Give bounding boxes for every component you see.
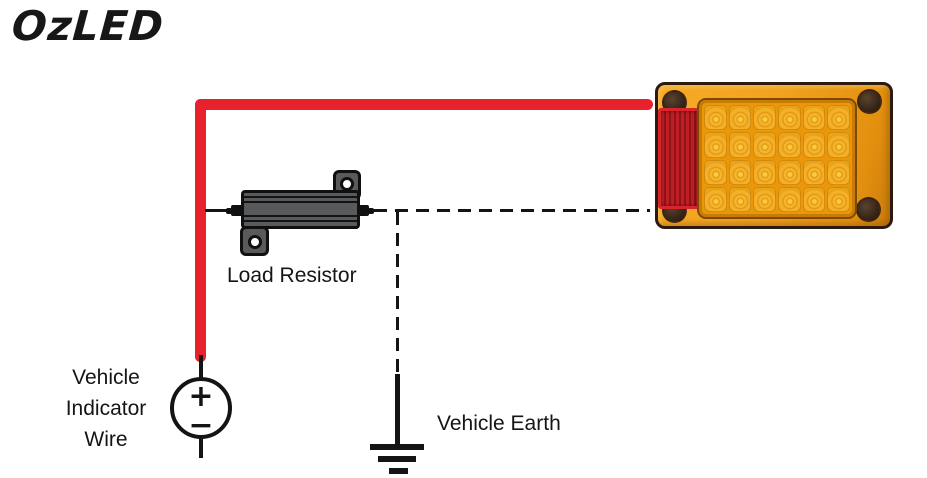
led-cell	[728, 159, 752, 185]
red-wire-vertical	[195, 99, 206, 362]
resistor-terminal-left	[231, 205, 243, 216]
resistor-terminal-right-tip	[368, 208, 374, 214]
resistor-input-lead	[205, 209, 233, 212]
red-reflector	[658, 108, 700, 209]
dashed-wire-vertical	[396, 212, 399, 372]
ground-symbol	[378, 456, 416, 462]
led-cell	[753, 159, 776, 185]
led-cell	[728, 132, 752, 158]
resistor-terminal-right	[357, 205, 369, 216]
led-cell	[704, 159, 727, 185]
led-cell	[802, 159, 826, 185]
voltage-source-symbol: + −	[170, 377, 232, 443]
mount-hole-icon	[247, 235, 262, 249]
led-cell	[777, 105, 801, 131]
resistor-mount-tab-bottom	[240, 226, 269, 256]
led-grid	[704, 105, 850, 212]
led-cell	[753, 132, 776, 158]
label-line: Indicator	[65, 397, 147, 420]
ground-symbol	[389, 468, 408, 474]
led-cell	[753, 186, 776, 212]
ground-symbol	[370, 444, 424, 450]
led-cell	[827, 105, 850, 131]
screw-icon	[857, 89, 882, 114]
load-resistor-body	[241, 190, 360, 229]
led-cell	[704, 132, 727, 158]
dashed-wire-horizontal	[374, 209, 650, 212]
led-cell	[802, 186, 826, 212]
ozled-logo: OzLED	[10, 2, 166, 50]
led-cell	[827, 132, 850, 158]
mount-hole-icon	[340, 177, 354, 191]
led-cell	[728, 105, 752, 131]
led-cell	[753, 105, 776, 131]
label-line: Wire	[84, 428, 128, 451]
led-cell	[704, 105, 727, 131]
led-cell	[827, 159, 850, 185]
led-tail-light	[655, 82, 893, 229]
led-cell	[728, 186, 752, 212]
led-cell	[704, 186, 727, 212]
vehicle-earth-label: Vehicle Earth	[437, 412, 561, 435]
screw-icon	[856, 197, 881, 222]
led-cell	[802, 105, 826, 131]
led-cell	[827, 186, 850, 212]
source-bottom-lead	[199, 437, 203, 458]
label-line: Vehicle	[72, 366, 140, 389]
plus-sign: +	[188, 379, 214, 414]
vehicle-indicator-wire-label: Vehicle Indicator Wire	[30, 362, 182, 455]
led-cell	[777, 186, 801, 212]
led-cell	[802, 132, 826, 158]
resistor-terminal-left-tip	[226, 208, 232, 214]
red-wire-horizontal	[195, 99, 653, 110]
source-top-lead	[199, 355, 203, 378]
minus-sign: −	[188, 408, 214, 443]
ground-stem	[395, 374, 400, 447]
load-resistor-label: Load Resistor	[227, 264, 357, 287]
led-panel	[697, 98, 857, 219]
led-cell	[777, 159, 801, 185]
led-cell	[777, 132, 801, 158]
